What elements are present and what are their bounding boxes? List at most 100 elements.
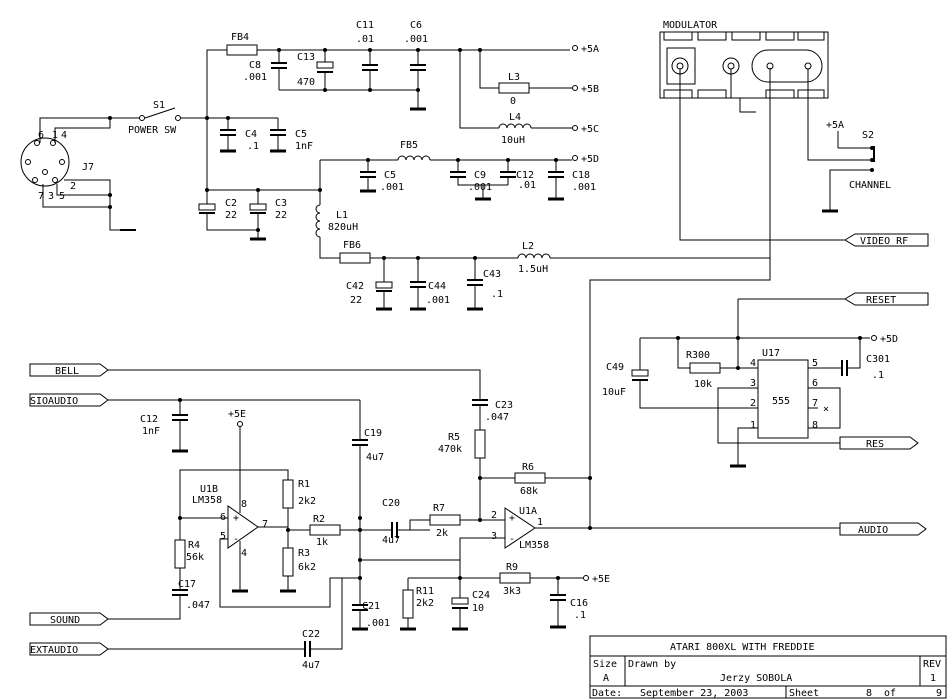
j7-pin-7: 7 [38, 191, 44, 202]
u17-pin-3: 3 [750, 378, 756, 389]
fb5-ref: FB5 [400, 140, 418, 151]
u17-pin-2: 2 [750, 398, 756, 409]
c17-ref: C17 [178, 579, 196, 590]
c4-ref: C4 [245, 129, 257, 140]
c3-val: 22 [275, 210, 287, 221]
l1-val: 820uH [328, 222, 358, 233]
u1a-val: LM358 [519, 540, 549, 551]
u17-val: 555 [772, 396, 790, 407]
net-flags-right: VIDEO RF RESET RES AUDIO [839, 233, 929, 536]
fb4-ref: FB4 [231, 32, 249, 43]
resistor-r3 [282, 547, 294, 577]
net-sioaudio: SIOAUDIO [30, 396, 78, 407]
inductor-l2 [517, 253, 551, 259]
c2-val: 22 [225, 210, 237, 221]
resistor-r2 [309, 524, 341, 536]
ferrite-bead-fb6 [339, 252, 371, 264]
u17-pin-5: 5 [812, 358, 818, 369]
r4-val: 56k [186, 552, 204, 563]
net-5e-r9: +5E [592, 574, 610, 585]
connector-j7: 6 1 4 2 7 3 5 J7 [20, 116, 136, 231]
c13-ref: C13 [297, 52, 315, 63]
opamp-u1b [227, 505, 259, 549]
tb-sheet-total: 9 [936, 688, 942, 699]
net-5a: +5A [581, 44, 599, 55]
l3-val: 0 [510, 96, 516, 107]
u1b-ref: U1B [200, 484, 218, 495]
c301-ref: C301 [866, 354, 890, 365]
r6-val: 68k [520, 486, 538, 497]
c8-val: .001 [243, 72, 267, 83]
u1b-pin-8: 8 [241, 499, 247, 510]
net-res: RES [866, 439, 884, 450]
inductor-l3 [498, 82, 530, 94]
l2-val: 1.5uH [518, 264, 548, 275]
net-5b: +5B [581, 84, 599, 95]
c301-val: .1 [872, 370, 884, 381]
c22-ref: C22 [302, 629, 320, 640]
c49-ref: C49 [606, 362, 624, 373]
r11-ref: R11 [416, 586, 434, 597]
c13-val: 470 [297, 77, 315, 88]
l1-ref: L1 [336, 210, 348, 221]
c9-ref: C9 [474, 170, 486, 181]
inductor-l4 [498, 123, 532, 129]
r2-ref: R2 [313, 514, 325, 525]
c3-ref: C3 [275, 198, 287, 209]
fb6-ref: FB6 [343, 240, 361, 251]
r3-val: 6k2 [298, 562, 316, 573]
r5-val: 470k [438, 444, 462, 455]
tb-size-value: A [603, 673, 609, 684]
tb-drawn-value: Jerzy SOBOLA [720, 673, 792, 684]
c21-val: .001 [366, 618, 390, 629]
u1a-pin-2: 2 [491, 510, 497, 521]
c43-val: .1 [491, 289, 503, 300]
modulator-label: MODULATOR [663, 20, 718, 31]
r1-val: 2k2 [298, 496, 316, 507]
r9-val: 3k3 [503, 586, 521, 597]
modulator: MODULATOR [659, 20, 870, 258]
tb-date-value: September 23, 2003 [640, 688, 748, 699]
c11-val: .01 [356, 34, 374, 45]
ferrite-bead-fb5 [397, 155, 431, 161]
tb-rev-value: 1 [930, 673, 936, 684]
c24-ref: C24 [472, 590, 490, 601]
l4-ref: L4 [509, 112, 521, 123]
timer-555-section: +5D C49 10uF R300 10k U17 555 4 5 3 6 2 … [602, 298, 898, 468]
tb-title: ATARI 800XL WITH FREDDIE [670, 642, 815, 653]
r300-ref: R300 [686, 350, 710, 361]
tb-rev-label: REV [923, 659, 941, 670]
r9-ref: R9 [506, 562, 518, 573]
net-5d: +5D [581, 154, 599, 165]
s2-ref: S2 [862, 130, 874, 141]
power-switch-s1: S1 POWER SW [110, 100, 209, 136]
c44-val: .001 [426, 295, 450, 306]
c19-val: 4u7 [366, 452, 384, 463]
net-5c: +5C [581, 124, 599, 135]
net-reset: RESET [866, 295, 896, 306]
tb-sheet-of: of [884, 688, 896, 699]
u1b-pin-7: 7 [262, 519, 268, 530]
r11-val: 2k2 [416, 598, 434, 609]
r7-ref: R7 [433, 503, 445, 514]
c16-ref: C16 [570, 598, 588, 609]
ferrite-bead-fb4 [226, 44, 258, 56]
svg-text:-: - [509, 534, 515, 545]
c19-ref: C19 [364, 428, 382, 439]
s1-ref: S1 [153, 100, 165, 111]
u17-pin-8: 8 [812, 420, 818, 431]
c12b-ref: C12 [140, 414, 158, 425]
u1a-pin-3: 3 [491, 531, 497, 542]
s2-supply: +5A [826, 120, 844, 131]
c44-ref: C44 [428, 281, 446, 292]
c21-ref: C21 [362, 601, 380, 612]
resistor-r9 [499, 572, 531, 584]
c12a-ref: C12 [516, 170, 534, 181]
resistor-r1 [282, 479, 294, 509]
net-sound: SOUND [50, 615, 80, 626]
r300-val: 10k [694, 379, 712, 390]
r3-ref: R3 [298, 548, 310, 559]
l3-ref: L3 [508, 72, 520, 83]
r4-ref: R4 [188, 540, 200, 551]
u1a-ref: U1A [519, 506, 537, 517]
